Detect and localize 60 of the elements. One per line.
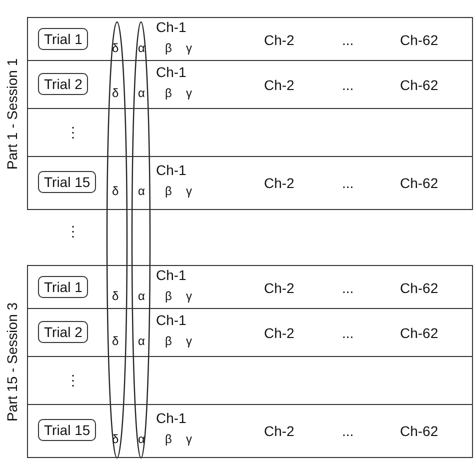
band-label: δ bbox=[112, 87, 119, 99]
band-label: α bbox=[138, 433, 145, 445]
channel-label: Ch-62 bbox=[400, 32, 438, 46]
band-label: α bbox=[138, 335, 145, 347]
vertical-ellipsis: ⋮ bbox=[66, 125, 80, 139]
ellipsis-text: ... bbox=[342, 424, 354, 438]
ellipsis-text: ... bbox=[342, 176, 354, 190]
table-block bbox=[27, 17, 473, 210]
channel-label: Ch-1 bbox=[156, 20, 186, 34]
trial-box: Trial 2 bbox=[38, 73, 88, 95]
band-label: α bbox=[138, 185, 145, 197]
channel-label: Ch-62 bbox=[400, 280, 438, 294]
ellipsis-text: ... bbox=[342, 326, 354, 340]
channel-label: Ch-62 bbox=[400, 326, 438, 340]
band-label: γ bbox=[186, 42, 192, 54]
side-label: Part 1 - Session 1 bbox=[4, 56, 20, 172]
channel-label: Ch-1 bbox=[156, 163, 186, 177]
side-label: Part 15 - Session 3 bbox=[4, 300, 20, 424]
channel-label: Ch-2 bbox=[264, 32, 294, 46]
band-label: γ bbox=[186, 433, 192, 445]
channel-label: Ch-2 bbox=[264, 176, 294, 190]
channel-label: Ch-1 bbox=[156, 411, 186, 425]
band-label: β bbox=[165, 42, 172, 54]
trial-box: Trial 2 bbox=[38, 321, 88, 343]
channel-label: Ch-2 bbox=[264, 78, 294, 92]
band-label: γ bbox=[186, 290, 192, 302]
channel-label: Ch-1 bbox=[156, 313, 186, 327]
channel-label: Ch-2 bbox=[264, 424, 294, 438]
band-label: β bbox=[165, 335, 172, 347]
channel-label: Ch-1 bbox=[156, 268, 186, 282]
band-label: α bbox=[138, 42, 145, 54]
band-label: β bbox=[165, 185, 172, 197]
channel-label: Ch-1 bbox=[156, 65, 186, 79]
band-label: β bbox=[165, 290, 172, 302]
channel-label: Ch-2 bbox=[264, 326, 294, 340]
ellipsis-text: ... bbox=[342, 280, 354, 294]
band-label: γ bbox=[186, 335, 192, 347]
channel-label: Ch-62 bbox=[400, 424, 438, 438]
band-label: β bbox=[165, 87, 172, 99]
band-label: γ bbox=[186, 87, 192, 99]
band-label: δ bbox=[112, 290, 119, 302]
ellipsis-text: ... bbox=[342, 78, 354, 92]
band-label: β bbox=[165, 433, 172, 445]
trial-box: Trial 1 bbox=[38, 28, 88, 50]
trial-box: Trial 1 bbox=[38, 276, 88, 298]
ellipsis-text: ... bbox=[342, 32, 354, 46]
band-label: α bbox=[138, 290, 145, 302]
band-label: δ bbox=[112, 42, 119, 54]
vertical-ellipsis: ⋮ bbox=[66, 373, 80, 387]
band-label: γ bbox=[186, 185, 192, 197]
band-label: δ bbox=[112, 185, 119, 197]
band-label: α bbox=[138, 87, 145, 99]
channel-label: Ch-2 bbox=[264, 280, 294, 294]
trial-box: Trial 15 bbox=[38, 419, 96, 441]
band-label: δ bbox=[112, 335, 119, 347]
channel-label: Ch-62 bbox=[400, 176, 438, 190]
channel-label: Ch-62 bbox=[400, 78, 438, 92]
vertical-ellipsis: ⋮ bbox=[66, 224, 80, 238]
trial-box: Trial 15 bbox=[38, 171, 96, 193]
table-block bbox=[27, 265, 473, 458]
